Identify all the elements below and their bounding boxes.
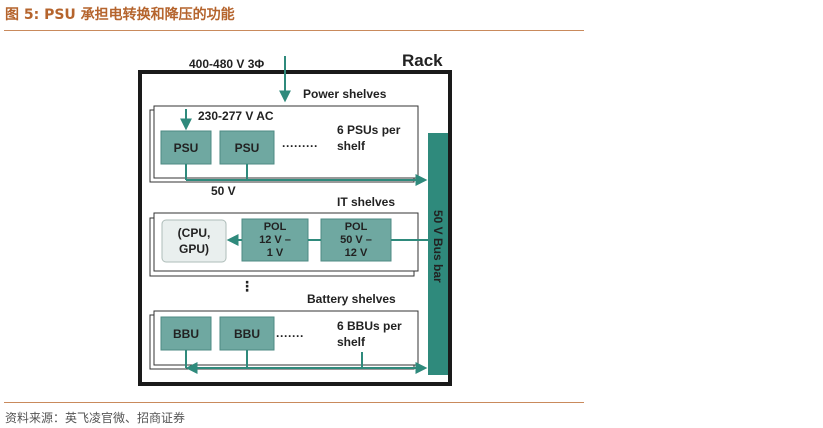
pol-low-box: [241, 218, 309, 262]
power-output-label: 50 V: [211, 184, 236, 198]
rack-label: Rack: [402, 51, 443, 70]
bbu-2-label: BBU: [234, 327, 260, 341]
figure-title: 图 5: PSU 承担电转换和降压的功能: [5, 7, 235, 23]
pol-low-line2: 12 V –: [259, 234, 291, 246]
bbu-count-line1: 6 BBUs per: [337, 319, 402, 333]
psu-1-label: PSU: [174, 141, 199, 155]
bus-bar-label: 50 V Bus bar: [431, 210, 445, 283]
bbu-1-label: BBU: [173, 327, 199, 341]
pol-low-line1: POL: [264, 221, 287, 233]
power-shelves-title: Power shelves: [303, 87, 387, 101]
psu-count-line2: shelf: [337, 139, 366, 153]
bbu-box-1: [160, 316, 212, 351]
psu-2-label: PSU: [235, 141, 260, 155]
it-shelves-title: IT shelves: [337, 195, 395, 209]
bbu-count-line2: shelf: [337, 335, 366, 349]
pol-low-line3: 1 V: [267, 247, 284, 259]
battery-shelves-title: Battery shelves: [307, 292, 396, 306]
pol-high-box: [320, 218, 392, 262]
bbu-ellipsis: ·······: [276, 329, 304, 343]
psu-ellipsis: ·········: [282, 139, 318, 153]
pol-high-line3: 12 V: [345, 247, 368, 259]
pol-high-line1: POL: [345, 221, 368, 233]
psu-count-line1: 6 PSUs per: [337, 123, 401, 137]
rack-frame: [138, 70, 452, 386]
cpu-gpu-box: [161, 219, 227, 263]
bottom-rule: [4, 402, 584, 403]
pol-high-line2: 50 V –: [340, 234, 372, 246]
cpu-gpu-line2: GPU): [179, 242, 209, 256]
ac-voltage-label: 230-277 V AC: [198, 109, 274, 123]
bus-bar: [428, 133, 448, 375]
input-voltage-label: 400-480 V 3Φ: [189, 57, 264, 71]
shelf-vertical-ellipsis: ⋮: [240, 278, 254, 294]
source-note: 资料来源：英飞凌官微、招商证券: [5, 411, 186, 425]
bbu-box-2: [219, 316, 275, 351]
cpu-gpu-line1: (CPU,: [178, 226, 211, 240]
top-rule: [4, 30, 584, 31]
